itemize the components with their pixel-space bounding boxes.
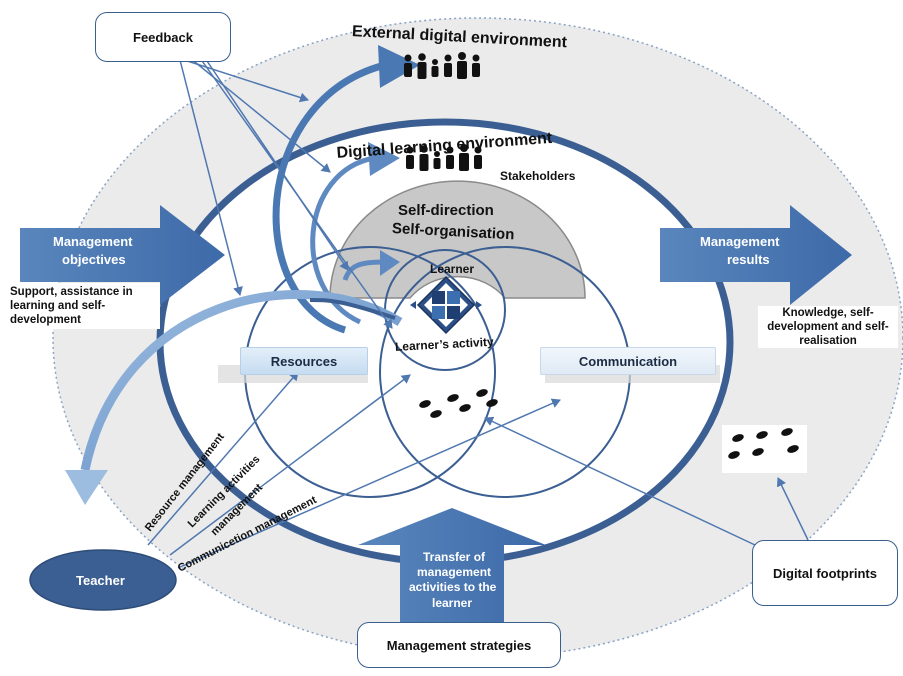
teacher-arrow-learner [169, 374, 411, 556]
management-objectives-arrow [20, 205, 225, 305]
feedback-label: Feedback [133, 29, 193, 45]
communication-label: Communication [578, 353, 678, 369]
transfer-line1: Transfer of [423, 550, 486, 564]
footprints-icon [419, 389, 498, 418]
curve-arrow-self-head [380, 250, 400, 276]
learner-diamond-icon [410, 275, 482, 335]
support-text-line2: learning and self- [10, 300, 106, 312]
digital-footprints-label: Digital footprints [773, 565, 877, 581]
support-text-line1: Support, assistance in [10, 286, 133, 298]
management-results-line2: results [727, 252, 770, 267]
curve-arrow-inner [310, 155, 376, 325]
stakeholders-label: Stakeholders [500, 169, 576, 183]
feedback-arrow-5 [204, 57, 349, 271]
digital-footprints-box: Digital footprints [752, 540, 898, 606]
management-results-arrow [660, 205, 852, 305]
support-sweep-top [309, 298, 396, 320]
feedback-box: Feedback [95, 12, 231, 62]
management-objectives-line2: objectives [62, 252, 126, 267]
transfer-line4: learner [432, 596, 472, 610]
communication-bar: Communication [540, 347, 716, 375]
curve-arrow-inner-head [368, 142, 400, 176]
teacher-arrow-resources [147, 371, 299, 546]
stakeholders-people-icon [406, 144, 482, 171]
people-group-icon [404, 52, 480, 79]
support-sweep-arrow [80, 290, 403, 471]
transfer-line2: management [417, 565, 491, 579]
self-direction-arc [329, 180, 586, 299]
teacher-label: Teacher [76, 573, 125, 588]
support-text: Support, assistance in learning and self… [8, 283, 160, 329]
footprints-outer-icon [728, 428, 799, 459]
footprints-arrow-inner [484, 416, 756, 546]
transfer-arrow [358, 508, 546, 622]
self-direction-line2: Self-organisation [392, 220, 515, 243]
management-objectives-line1: Management [53, 234, 133, 249]
footprints-arrow-outer [776, 477, 809, 541]
support-sweep-arrow-head [65, 470, 108, 505]
transfer-line3: activities to the [409, 580, 497, 594]
learner-activity-label: Learner’s activity [395, 335, 495, 354]
knowledge-text-line3: realisation [799, 335, 857, 347]
feedback-arrow-4 [179, 59, 243, 296]
learner-label: Learner [430, 262, 474, 276]
curve-arrow-self [342, 259, 386, 281]
curve-arrow-external [272, 61, 386, 334]
curve-arrow-external-head [378, 45, 420, 88]
management-strategies-label: Management strategies [386, 637, 532, 653]
resources-bar: Resources [240, 347, 368, 375]
teacher-arrow-communication [177, 398, 561, 569]
resources-label: Resources [270, 353, 338, 369]
teacher-node [29, 549, 177, 611]
knowledge-text: Knowledge, self- development and self- r… [758, 306, 898, 348]
knowledge-text-line1: Knowledge, self- [782, 307, 874, 319]
management-results-line1: Management [700, 234, 780, 249]
self-direction-line1: Self-direction [398, 202, 494, 219]
management-strategies-box: Management strategies [357, 622, 561, 668]
support-text-line3: development [10, 314, 81, 326]
knowledge-text-line2: development and self- [767, 321, 889, 333]
